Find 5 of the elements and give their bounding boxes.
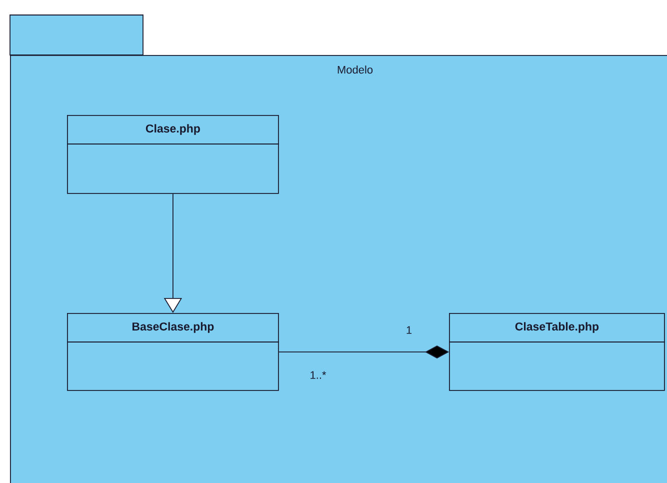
multiplicity-label: 1: [406, 326, 412, 334]
class-box: BaseClase.php: [66, 313, 280, 391]
multiplicity-label: 1..*: [310, 371, 326, 379]
class-box: Clase.php: [66, 115, 280, 194]
class-box: ClaseTable.php: [448, 313, 666, 391]
